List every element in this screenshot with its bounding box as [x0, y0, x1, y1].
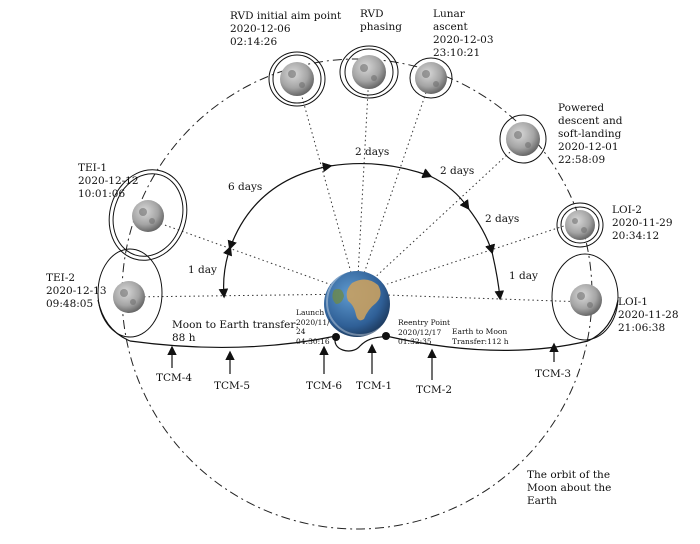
one-day-left-label: 1 day: [188, 264, 217, 276]
reentry-point-marker: [382, 332, 390, 340]
two-days-right-label: 2 days: [485, 213, 520, 225]
moon-icon: [113, 281, 145, 313]
tcm4-label: TCM-4: [156, 372, 193, 384]
launch-label: Launch 2020/11/ 24 04:30:16: [296, 308, 330, 346]
tcm2-label: TCM-2: [416, 384, 453, 396]
two-days-mid-label: 2 days: [440, 165, 475, 177]
two-days-top-arc: [322, 162, 433, 179]
one-day-right-label: 1 day: [509, 270, 538, 282]
moon-icons: [113, 55, 602, 316]
earth-icon: [324, 268, 394, 337]
rvd-phasing-label: RVD phasing: [360, 8, 402, 33]
two-days-mid-arc: [421, 168, 470, 211]
lunar-ascent-label: Lunar ascent 2020-12-03 23:10:21: [433, 8, 494, 59]
tcm1-label: TCM-1: [356, 380, 393, 392]
earth-pass-curve: [334, 335, 387, 352]
moon-icon: [352, 55, 386, 89]
loi1-label: LOI-1 2020-11-28 21:06:38: [618, 296, 679, 334]
lunar-orbit-rings: [97, 45, 619, 341]
powered-descent-label: Powered descent and soft-landing 2020-12…: [558, 102, 623, 166]
two-days-top-label: 2 days: [355, 146, 390, 158]
moon-icon: [565, 210, 595, 240]
transfer-trajectories: [97, 299, 619, 352]
tcm5-label: TCM-5: [214, 380, 251, 392]
moon-icon: [506, 122, 540, 156]
moon-icon: [280, 62, 314, 96]
six-days-label: 6 days: [228, 181, 263, 193]
tcm-arrows: [167, 342, 559, 380]
tcm3-label: TCM-3: [535, 368, 572, 380]
duration-arcs: [218, 162, 505, 301]
one-day-right-arc: [485, 243, 505, 301]
tei2-departure-arc: [97, 299, 131, 342]
moon-orbit-note: The orbit of the Moon about the Earth: [527, 469, 612, 507]
moon-icon: [132, 200, 164, 232]
tei2-label: TEI-2 2020-12-13 09:48:05: [46, 272, 107, 310]
moon-icon: [570, 284, 602, 316]
one-day-left-arc: [218, 239, 237, 299]
earth-to-moon-transfer-label: Earth to Moon Transfer:112 h: [452, 327, 509, 346]
tei1-label: TEI-1 2020-12-12 10:01:06: [78, 162, 139, 200]
rvd-initial-aim-label: RVD initial aim point 2020-12-06 02:14:2…: [230, 10, 342, 48]
moon-to-earth-trajectory: [129, 335, 337, 348]
loi1-arrival-arc: [587, 299, 619, 342]
reentry-point-label: Reentry Point 2020/12/17 01:32:35: [398, 318, 451, 346]
tcm6-label: TCM-6: [306, 380, 343, 392]
moon-to-earth-transfer-label: Moon to Earth transfer: 88 h: [172, 319, 299, 344]
earth-to-moon-trajectory: [385, 335, 589, 351]
launch-point-marker: [332, 333, 340, 341]
six-days-arc: [223, 162, 333, 257]
loi2-label: LOI-2 2020-11-29 20:34:12: [612, 204, 673, 242]
moon-icon: [415, 62, 447, 94]
